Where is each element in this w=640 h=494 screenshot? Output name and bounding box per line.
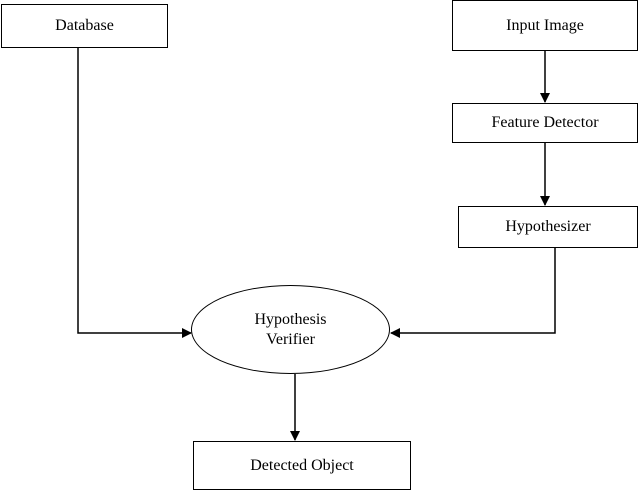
hypothesis-verifier-label-line2: Verifier <box>266 330 315 348</box>
hypothesis-verifier-label-line1: Hypothesis <box>254 310 327 328</box>
detected-object-label: Detected Object <box>250 456 354 474</box>
input-image-node: Input Image <box>452 0 638 51</box>
database-node: Database <box>1 4 168 48</box>
database-label: Database <box>55 17 114 34</box>
edge-hypothesizer-to-verifier <box>390 248 556 338</box>
detected-object-node: Detected Object <box>193 441 411 490</box>
feature-detector-node: Feature Detector <box>452 103 638 143</box>
hypothesizer-label: Hypothesizer <box>505 218 591 235</box>
edge-database-to-verifier <box>77 48 192 338</box>
feature-detector-label: Feature Detector <box>491 114 599 131</box>
input-image-label: Input Image <box>506 16 584 34</box>
hypothesizer-node: Hypothesizer <box>458 206 638 248</box>
hypothesis-verifier-node: Hypothesis Verifier <box>191 285 390 374</box>
